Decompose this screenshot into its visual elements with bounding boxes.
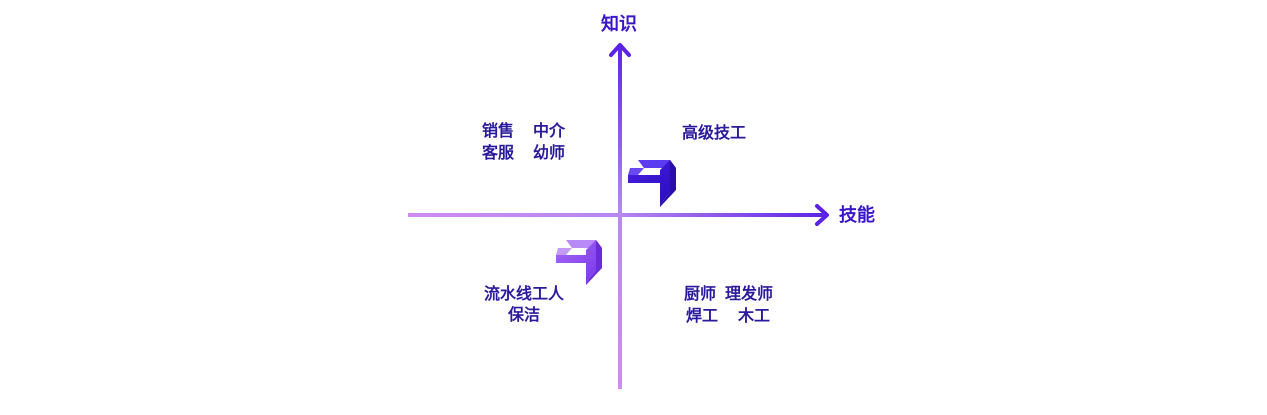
occupation-label: 厨师	[684, 284, 717, 303]
up-right-chevron-icon	[628, 160, 676, 207]
occupation-label: 保洁	[508, 305, 541, 324]
occupation-label: 中介	[533, 121, 566, 140]
y-axis-label: 知识	[601, 14, 637, 35]
x-axis-arrowhead	[815, 204, 829, 226]
occupation-label: 客服	[482, 143, 515, 162]
occupation-label: 幼师	[533, 143, 566, 162]
up-right-chevron-icon	[556, 240, 602, 285]
x-axis-label: 技能	[839, 205, 875, 226]
occupation-label: 焊工	[686, 306, 719, 325]
occupation-label: 高级技工	[682, 123, 747, 142]
occupation-label: 流水线工人	[484, 284, 565, 303]
occupation-label: 理发师	[725, 284, 774, 303]
occupation-label: 销售	[482, 121, 515, 140]
y-axis-arrowhead	[609, 43, 631, 57]
occupation-label: 木工	[738, 306, 771, 325]
